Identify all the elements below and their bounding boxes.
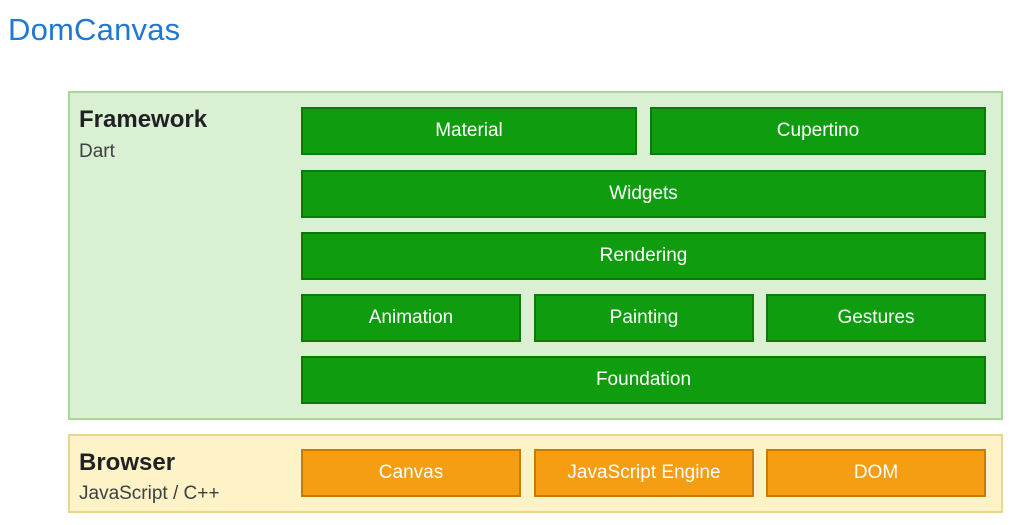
block-foundation: Foundation: [301, 356, 986, 404]
block-painting: Painting: [534, 294, 754, 342]
block-canvas: Canvas: [301, 449, 521, 497]
block-animation: Animation: [301, 294, 521, 342]
framework-title: Framework: [79, 106, 208, 133]
block-javascript-engine: JavaScript Engine: [534, 449, 754, 497]
browser-subtitle: JavaScript / C++: [79, 483, 220, 504]
block-material: Material: [301, 107, 637, 155]
block-gestures: Gestures: [766, 294, 986, 342]
browser-title: Browser: [79, 449, 176, 476]
block-widgets: Widgets: [301, 170, 986, 218]
block-rendering: Rendering: [301, 232, 986, 280]
block-cupertino: Cupertino: [650, 107, 986, 155]
block-dom: DOM: [766, 449, 986, 497]
framework-subtitle: Dart: [79, 141, 115, 162]
page-title: DomCanvas: [8, 12, 181, 47]
